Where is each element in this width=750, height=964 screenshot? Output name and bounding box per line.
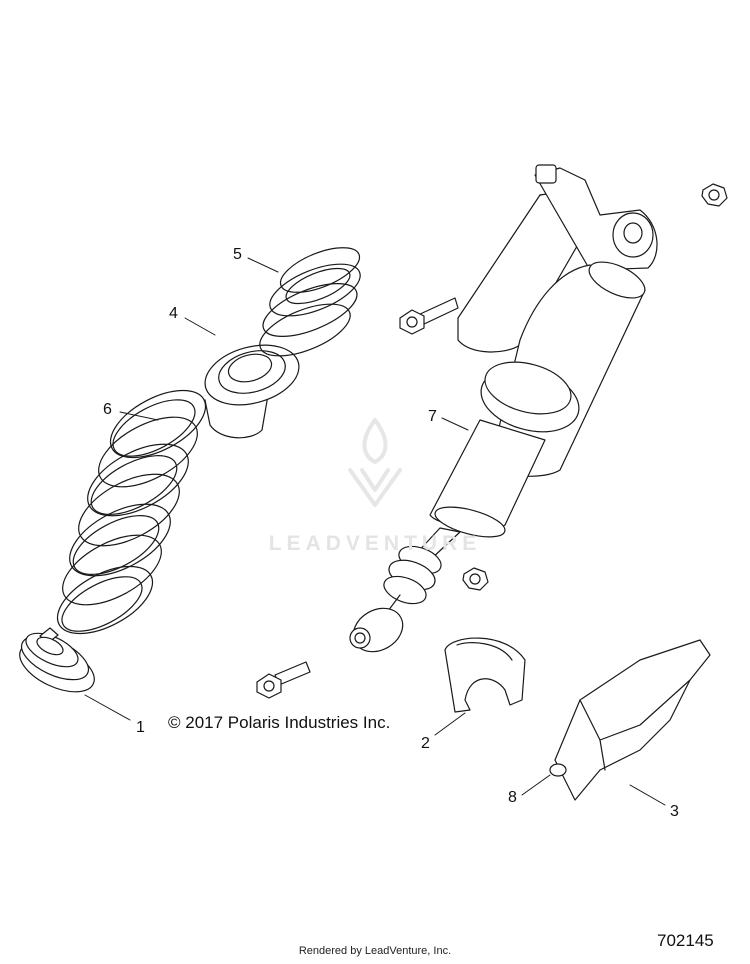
part-3-shock-guard	[549, 639, 711, 801]
leader-2	[434, 712, 466, 736]
leader-3	[629, 784, 666, 806]
leader-7	[441, 417, 469, 431]
render-credit: Rendered by LeadVenture, Inc.	[298, 945, 452, 957]
copyright-notice: © 2017 Polaris Industries Inc.	[168, 713, 391, 732]
callout-5[interactable]: 5	[233, 246, 242, 263]
lower-bolt	[256, 661, 311, 699]
callout-4[interactable]: 4	[169, 305, 178, 322]
leader-1	[84, 694, 131, 721]
diagram-number: 702145	[657, 931, 714, 950]
part-4-spring-retainer	[204, 344, 300, 439]
callout-3[interactable]: 3	[670, 803, 679, 820]
callout-2[interactable]: 2	[421, 735, 430, 752]
part-1-spring-seat	[19, 627, 95, 693]
leader-5	[247, 257, 279, 273]
callout-8[interactable]: 8	[508, 789, 517, 806]
leader-6	[119, 411, 159, 421]
upper-bolt	[399, 297, 459, 335]
callout-1[interactable]: 1	[136, 719, 145, 736]
middle-nut	[462, 567, 489, 591]
part-2-clamp-bracket	[444, 637, 526, 713]
part-5-tender-spring	[259, 247, 361, 357]
part-7-shock-absorber	[349, 164, 658, 653]
leader-8	[521, 774, 551, 796]
callout-7[interactable]: 7	[428, 408, 437, 425]
watermark-logo	[348, 418, 402, 507]
top-nut	[701, 183, 728, 207]
part-6-coil-spring	[56, 389, 207, 635]
watermark-text: LEADVENTURE	[268, 532, 482, 555]
callout-6[interactable]: 6	[103, 401, 112, 418]
leader-lines	[84, 257, 666, 806]
leader-4	[184, 317, 216, 336]
